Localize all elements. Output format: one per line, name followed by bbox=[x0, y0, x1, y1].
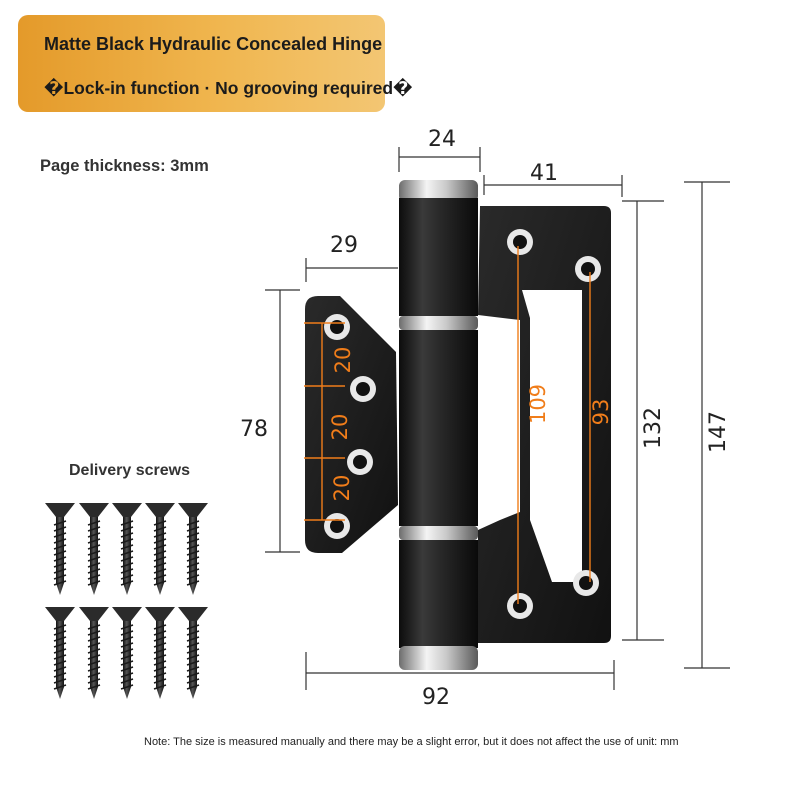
hinge-barrel bbox=[399, 180, 478, 670]
screw bbox=[145, 503, 175, 595]
dimension-leaf-offset: 29 bbox=[330, 233, 358, 258]
dimension-leaf-height: 132 bbox=[641, 407, 666, 449]
screw bbox=[145, 607, 175, 699]
dimension-total-width: 92 bbox=[422, 685, 450, 710]
screw bbox=[178, 607, 208, 699]
delivery-screws bbox=[45, 503, 208, 699]
title-banner bbox=[18, 15, 385, 112]
dimension-lines bbox=[265, 147, 730, 690]
screw bbox=[45, 503, 75, 595]
screw bbox=[178, 503, 208, 595]
dimension-small-leaf-height: 78 bbox=[240, 417, 268, 442]
screw bbox=[79, 607, 109, 699]
hole-dimension-lines bbox=[304, 246, 591, 604]
large-leaf bbox=[478, 206, 611, 643]
dimension-hole-spacing-3: 20 bbox=[330, 475, 354, 502]
screw bbox=[79, 503, 109, 595]
dimension-barrel-width: 24 bbox=[428, 127, 456, 152]
dimension-total-height: 147 bbox=[706, 411, 731, 453]
dimension-upper-offset: 41 bbox=[530, 161, 558, 186]
dimension-hole-spacing-1: 20 bbox=[331, 347, 355, 374]
product-title: Matte Black Hydraulic Concealed Hinge bbox=[44, 34, 383, 54]
screw bbox=[45, 607, 75, 699]
small-leaf bbox=[305, 296, 398, 553]
screw bbox=[112, 503, 142, 595]
dimension-inner-span-109: 109 bbox=[526, 384, 550, 424]
screw bbox=[112, 607, 142, 699]
product-subtitle: �Lock-in function · No grooving required… bbox=[44, 78, 413, 98]
dimension-inner-span-93: 93 bbox=[589, 399, 613, 426]
delivery-screws-label: Delivery screws bbox=[69, 462, 190, 479]
measurement-note: Note: The size is measured manually and … bbox=[144, 736, 679, 748]
dimension-hole-spacing-2: 20 bbox=[328, 414, 352, 441]
page-thickness-label: Page thickness: 3mm bbox=[40, 157, 209, 175]
